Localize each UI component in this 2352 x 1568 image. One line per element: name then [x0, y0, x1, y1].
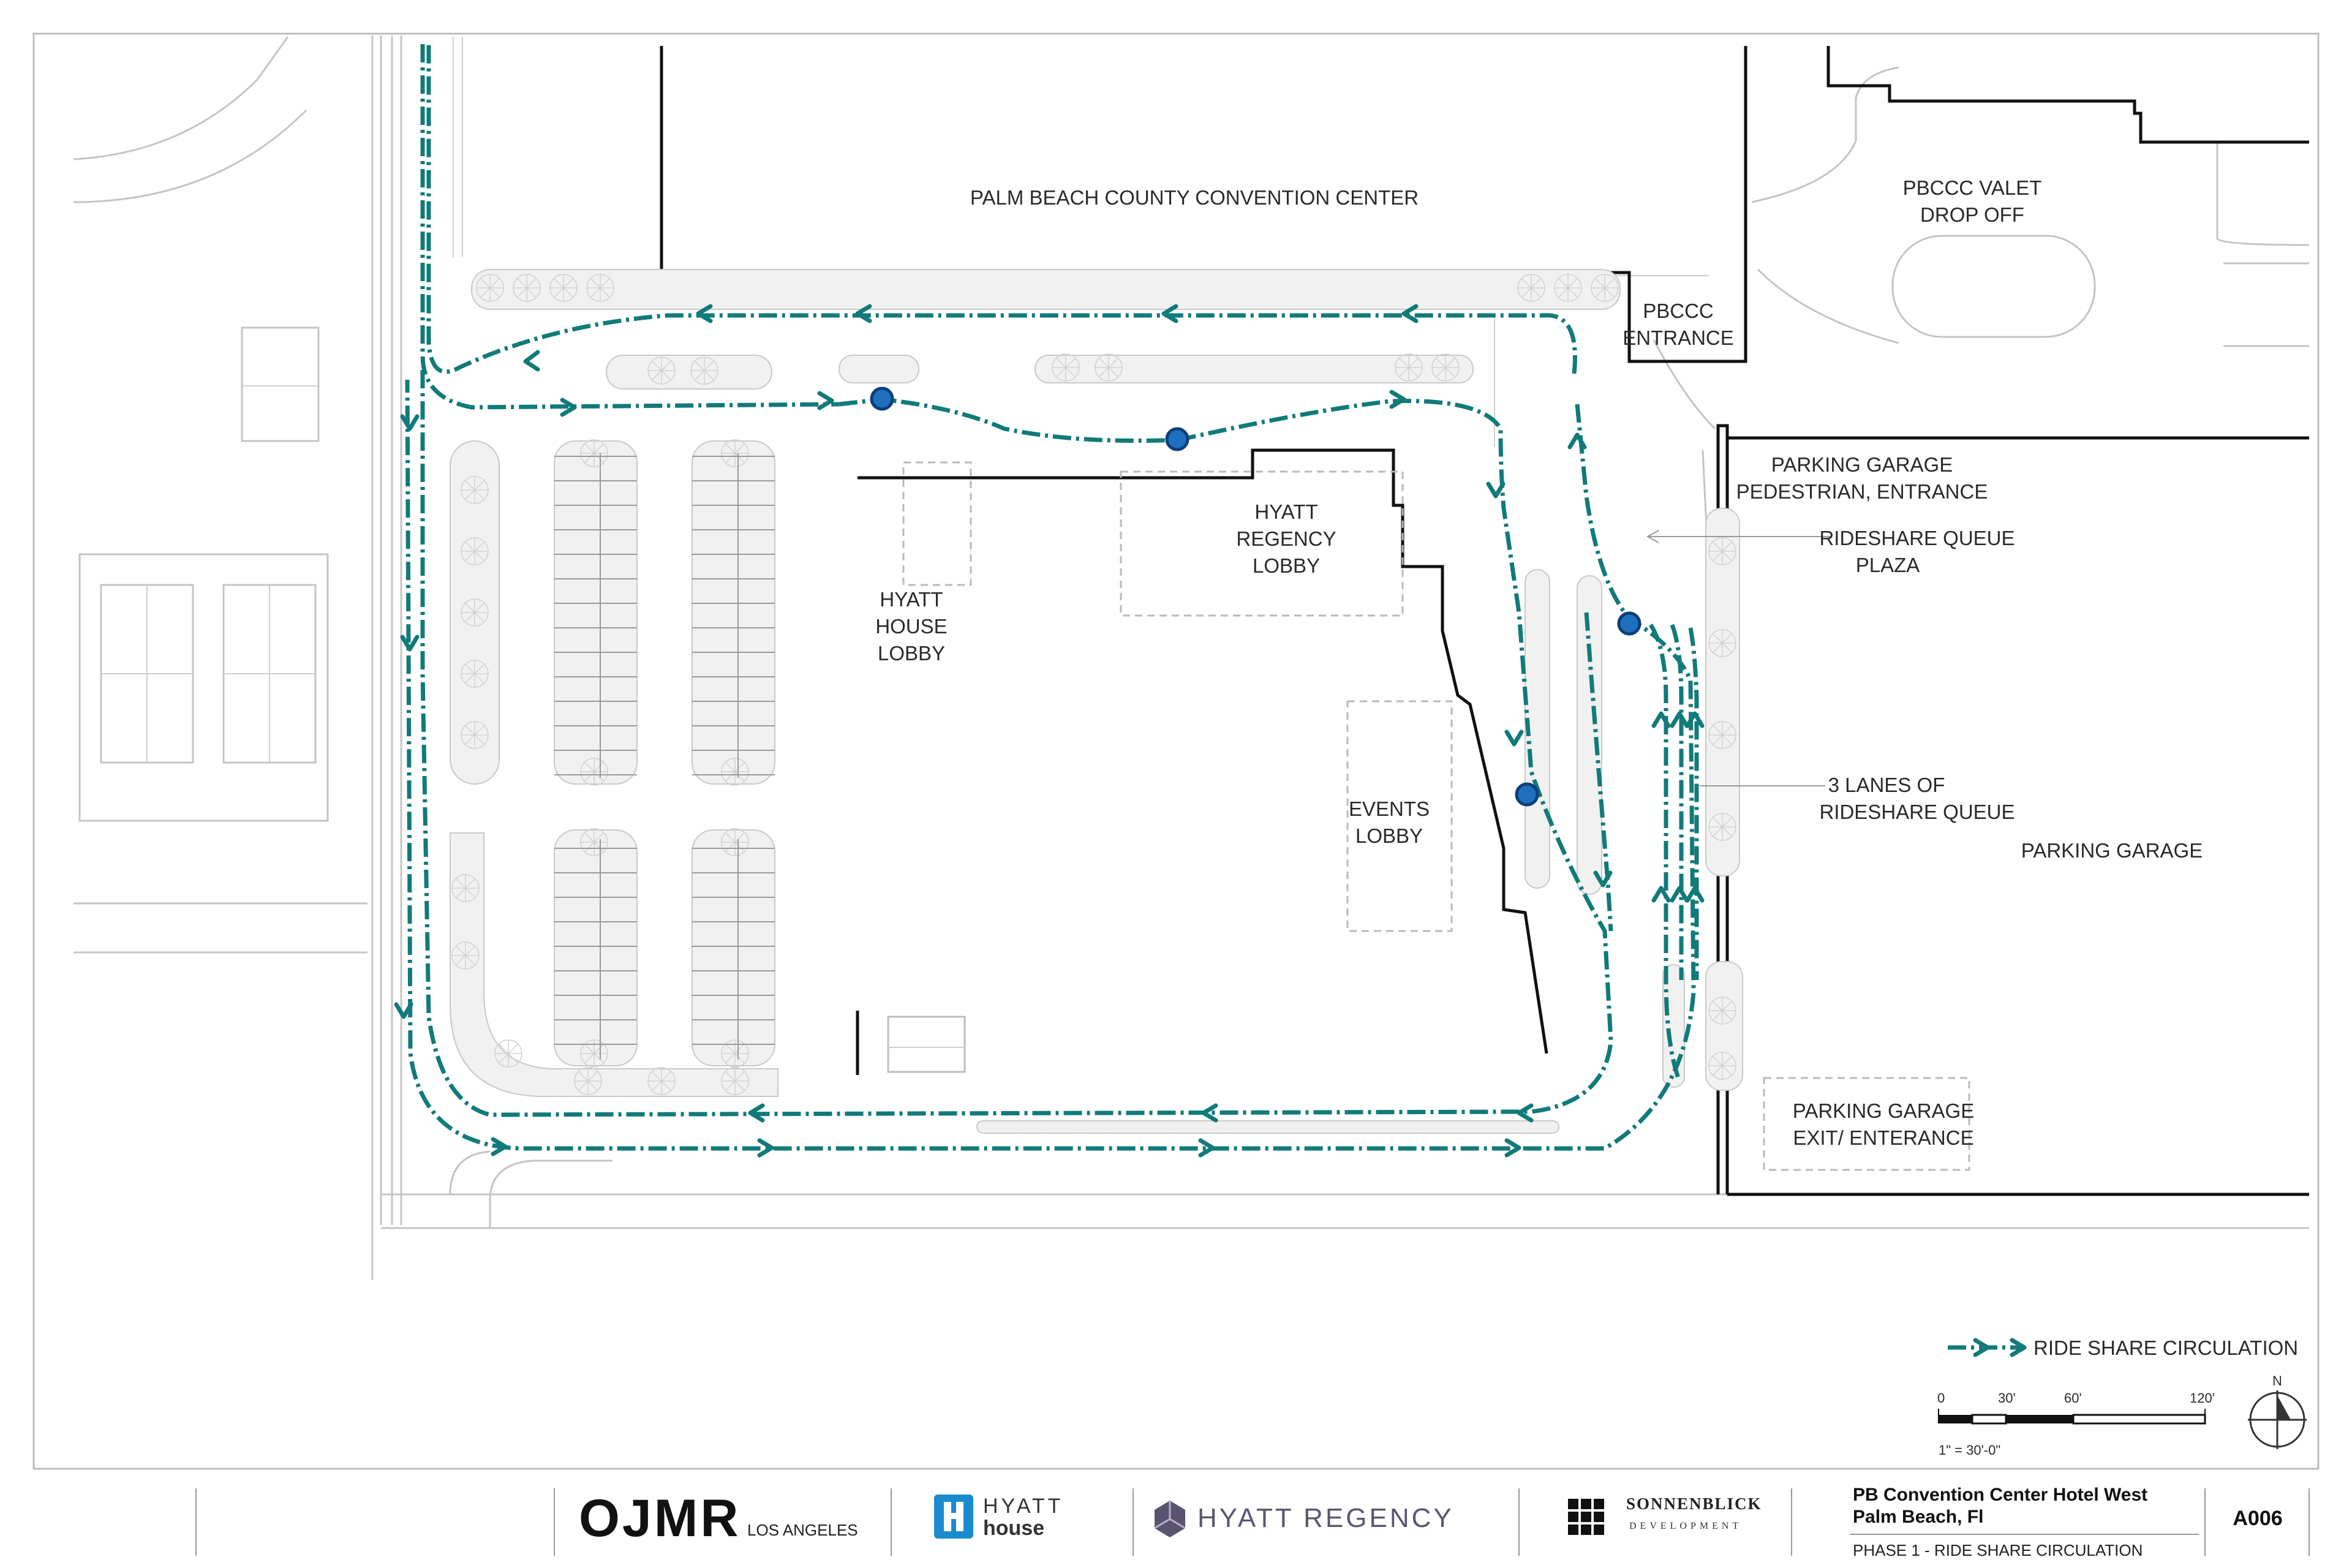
project-name: PB Convention Center Hotel West: [1853, 1485, 2147, 1505]
regency-lobby-outline: [1120, 470, 1404, 617]
label-events-lobby: EVENTS: [1349, 797, 1430, 820]
label-regency-lobby-3: LOBBY: [1253, 554, 1320, 577]
parking-stalls: [554, 453, 775, 1060]
scale-note: 1" = 30'-0": [1939, 1442, 2000, 1458]
label-valet-2: DROP OFF: [1920, 203, 2024, 226]
house-lobby-outline: [902, 461, 972, 586]
label-events-lobby-2: LOBBY: [1355, 824, 1423, 847]
scale-segment: [1939, 1415, 1972, 1423]
legend-arrow: [1973, 1338, 1990, 1357]
sheet-subject: PHASE 1 - RIDE SHARE CIRCULATION: [1853, 1541, 2143, 1559]
label-garage-exit-2: EXIT/ ENTERANCE: [1793, 1126, 1973, 1149]
scale-tick-0: 0: [1937, 1390, 1945, 1406]
label-queue-plaza: RIDESHARE QUEUE: [1819, 527, 2015, 549]
route-direction-arrows: [394, 304, 1705, 1158]
developer-name: SONNENBLICK: [1626, 1494, 1762, 1513]
north-arrow: N: [2248, 1373, 2307, 1449]
label-valet: PBCCC VALET: [1903, 176, 2042, 199]
landscape-islands: [450, 269, 1743, 1134]
project-location: Palm Beach, Fl: [1853, 1507, 1983, 1527]
hyatt-house-logo-mark: [934, 1494, 973, 1539]
label-pbccc-entrance-2: ENTRANCE: [1623, 326, 1734, 349]
scale-tick-60: 60': [2064, 1390, 2082, 1406]
pickup-stop-queue: [1617, 611, 1642, 636]
hotel-footprint: [856, 448, 1548, 1075]
label-three-lanes-2: RIDESHARE QUEUE: [1819, 801, 2015, 823]
queue-plaza-leader-arrow: [1646, 530, 1659, 543]
scale-tick-30: 30': [1998, 1390, 2016, 1406]
rideshare-routes: [405, 44, 1699, 1151]
legend: RIDE SHARE CIRCULATION: [1948, 1336, 2298, 1359]
scale-tick-120: 120': [2190, 1390, 2215, 1406]
drawing-frame: [32, 32, 2320, 1470]
legend-route-label: RIDE SHARE CIRCULATION: [2034, 1336, 2298, 1359]
label-regency-lobby-2: REGENCY: [1236, 527, 1336, 550]
context-linework: [73, 36, 2310, 1280]
pickup-stop-events: [1515, 782, 1539, 807]
events-lobby-outline: [1346, 700, 1453, 932]
sonnenblick-logo-mark: [1568, 1499, 1604, 1535]
sheet-number: A006: [2233, 1507, 2282, 1530]
label-parking-garage: PARKING GARAGE: [2021, 839, 2203, 862]
firm-city: LOS ANGELES: [747, 1521, 858, 1539]
scale-segment: [1971, 1414, 2007, 1425]
legend-arrow-2: [2010, 1338, 2027, 1357]
pickup-stop-house: [870, 386, 894, 411]
scale-bar: 0 30' 60' 120' 1" = 30'-0": [1937, 1390, 2215, 1458]
hyatt-house-brand: HYATT: [983, 1494, 1063, 1518]
label-house-lobby-3: LOBBY: [878, 642, 945, 665]
pickup-stop-regency: [1165, 427, 1189, 451]
label-garage-pedestrian: PARKING GARAGE: [1771, 453, 1953, 476]
hyatt-house-brand-2: house: [983, 1517, 1044, 1540]
label-pbccc-entrance: PBCCC: [1643, 300, 1714, 322]
site-labels: PALM BEACH COUNTY CONVENTION CENTER PBCC…: [875, 176, 2203, 1149]
firm-logo: OJMR: [579, 1489, 741, 1548]
title-block: OJMR LOS ANGELES HYATT house HYATT REGEN…: [195, 1485, 2310, 1559]
hyatt-regency-brand: HYATT REGENCY: [1197, 1503, 1454, 1533]
garage-exit-outline: [1763, 1077, 1970, 1171]
label-garage-pedestrian-2: PEDESTRIAN, ENTRANCE: [1736, 480, 1988, 503]
scale-segment: [2072, 1414, 2206, 1425]
label-garage-exit: PARKING GARAGE: [1793, 1099, 1974, 1122]
label-house-lobby: HYATT: [880, 588, 943, 611]
label-convention-center: PALM BEACH COUNTY CONVENTION CENTER: [970, 186, 1419, 209]
hyatt-regency-logo-mark: [1154, 1501, 1186, 1537]
scale-segment: [2006, 1415, 2073, 1423]
label-queue-plaza-2: PLAZA: [1856, 554, 1920, 576]
label-regency-lobby: HYATT: [1254, 500, 1317, 523]
north-label: N: [2272, 1373, 2282, 1389]
label-three-lanes: 3 LANES OF: [1828, 774, 1945, 796]
developer-name-2: DEVELOPMENT: [1629, 1521, 1742, 1531]
label-house-lobby-2: HOUSE: [875, 615, 947, 638]
